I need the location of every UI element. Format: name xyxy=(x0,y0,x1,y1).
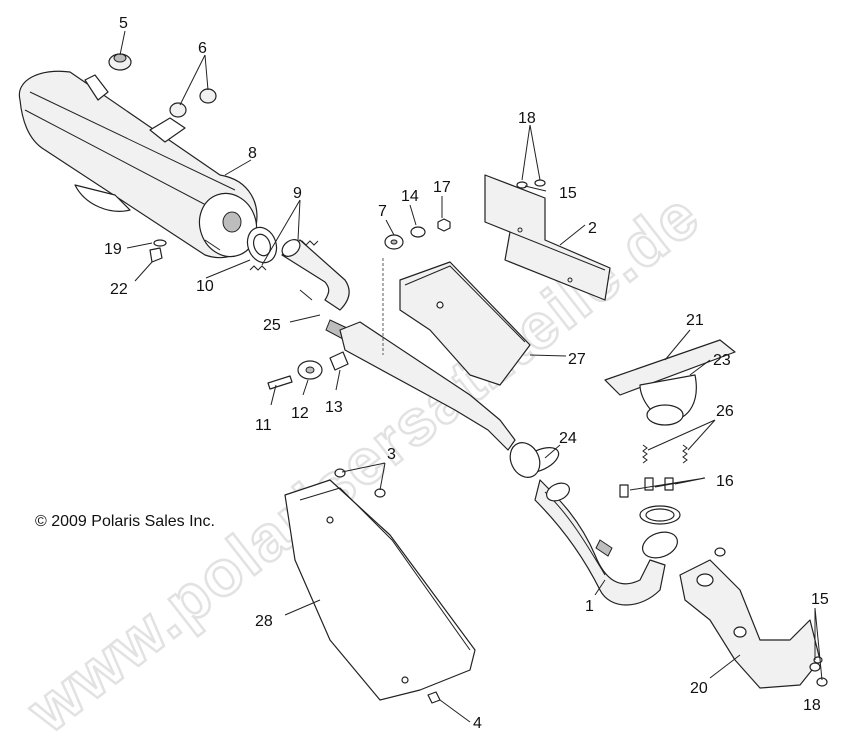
callout-6: 6 xyxy=(198,40,207,57)
callout-23: 23 xyxy=(713,352,731,369)
copyright-text: © 2009 Polaris Sales Inc. xyxy=(35,513,215,530)
callout-20: 20 xyxy=(690,680,708,697)
muffler-part xyxy=(18,70,258,259)
heat-shield-27-part xyxy=(399,261,531,386)
bolt-washer-part xyxy=(149,239,167,263)
callout-7: 7 xyxy=(378,203,387,220)
grommet-part xyxy=(108,53,132,71)
heat-shield-20-part xyxy=(679,559,821,689)
callout-18-top: 18 xyxy=(518,110,536,127)
callout-19: 19 xyxy=(104,241,122,258)
callout-25: 25 xyxy=(263,317,281,334)
isolator-part xyxy=(169,88,217,118)
callout-1: 1 xyxy=(585,598,594,615)
callout-15-bottom: 15 xyxy=(811,591,829,608)
callout-2: 2 xyxy=(588,220,597,237)
callout-21: 21 xyxy=(686,312,704,329)
callout-15-top: 15 xyxy=(559,185,577,202)
gasket-part xyxy=(246,226,278,264)
callout-16: 16 xyxy=(716,473,734,490)
callout-24: 24 xyxy=(559,430,577,447)
callout-28: 28 xyxy=(255,613,273,630)
bracket-part xyxy=(484,174,611,301)
callout-11: 11 xyxy=(255,417,272,434)
callout-8: 8 xyxy=(248,145,257,162)
callout-9: 9 xyxy=(293,185,302,202)
callout-18-bottom: 18 xyxy=(803,697,821,714)
callout-10: 10 xyxy=(196,278,214,295)
callout-5: 5 xyxy=(119,15,128,32)
callout-12: 12 xyxy=(291,405,309,422)
callout-27: 27 xyxy=(568,351,586,368)
hardware-parts xyxy=(267,179,828,704)
leader-lines xyxy=(119,30,823,723)
callout-22: 22 xyxy=(110,281,128,298)
spring-stud-part xyxy=(619,444,688,498)
callout-26: 26 xyxy=(716,403,734,420)
heat-shield-28-part xyxy=(284,479,476,701)
callout-17: 17 xyxy=(433,179,451,196)
callout-13: 13 xyxy=(325,399,343,416)
manifold-part xyxy=(604,339,736,525)
exhaust-pipe-part xyxy=(339,321,679,606)
callout-14: 14 xyxy=(401,188,419,205)
callout-4: 4 xyxy=(473,715,482,732)
callout-3: 3 xyxy=(387,446,396,463)
